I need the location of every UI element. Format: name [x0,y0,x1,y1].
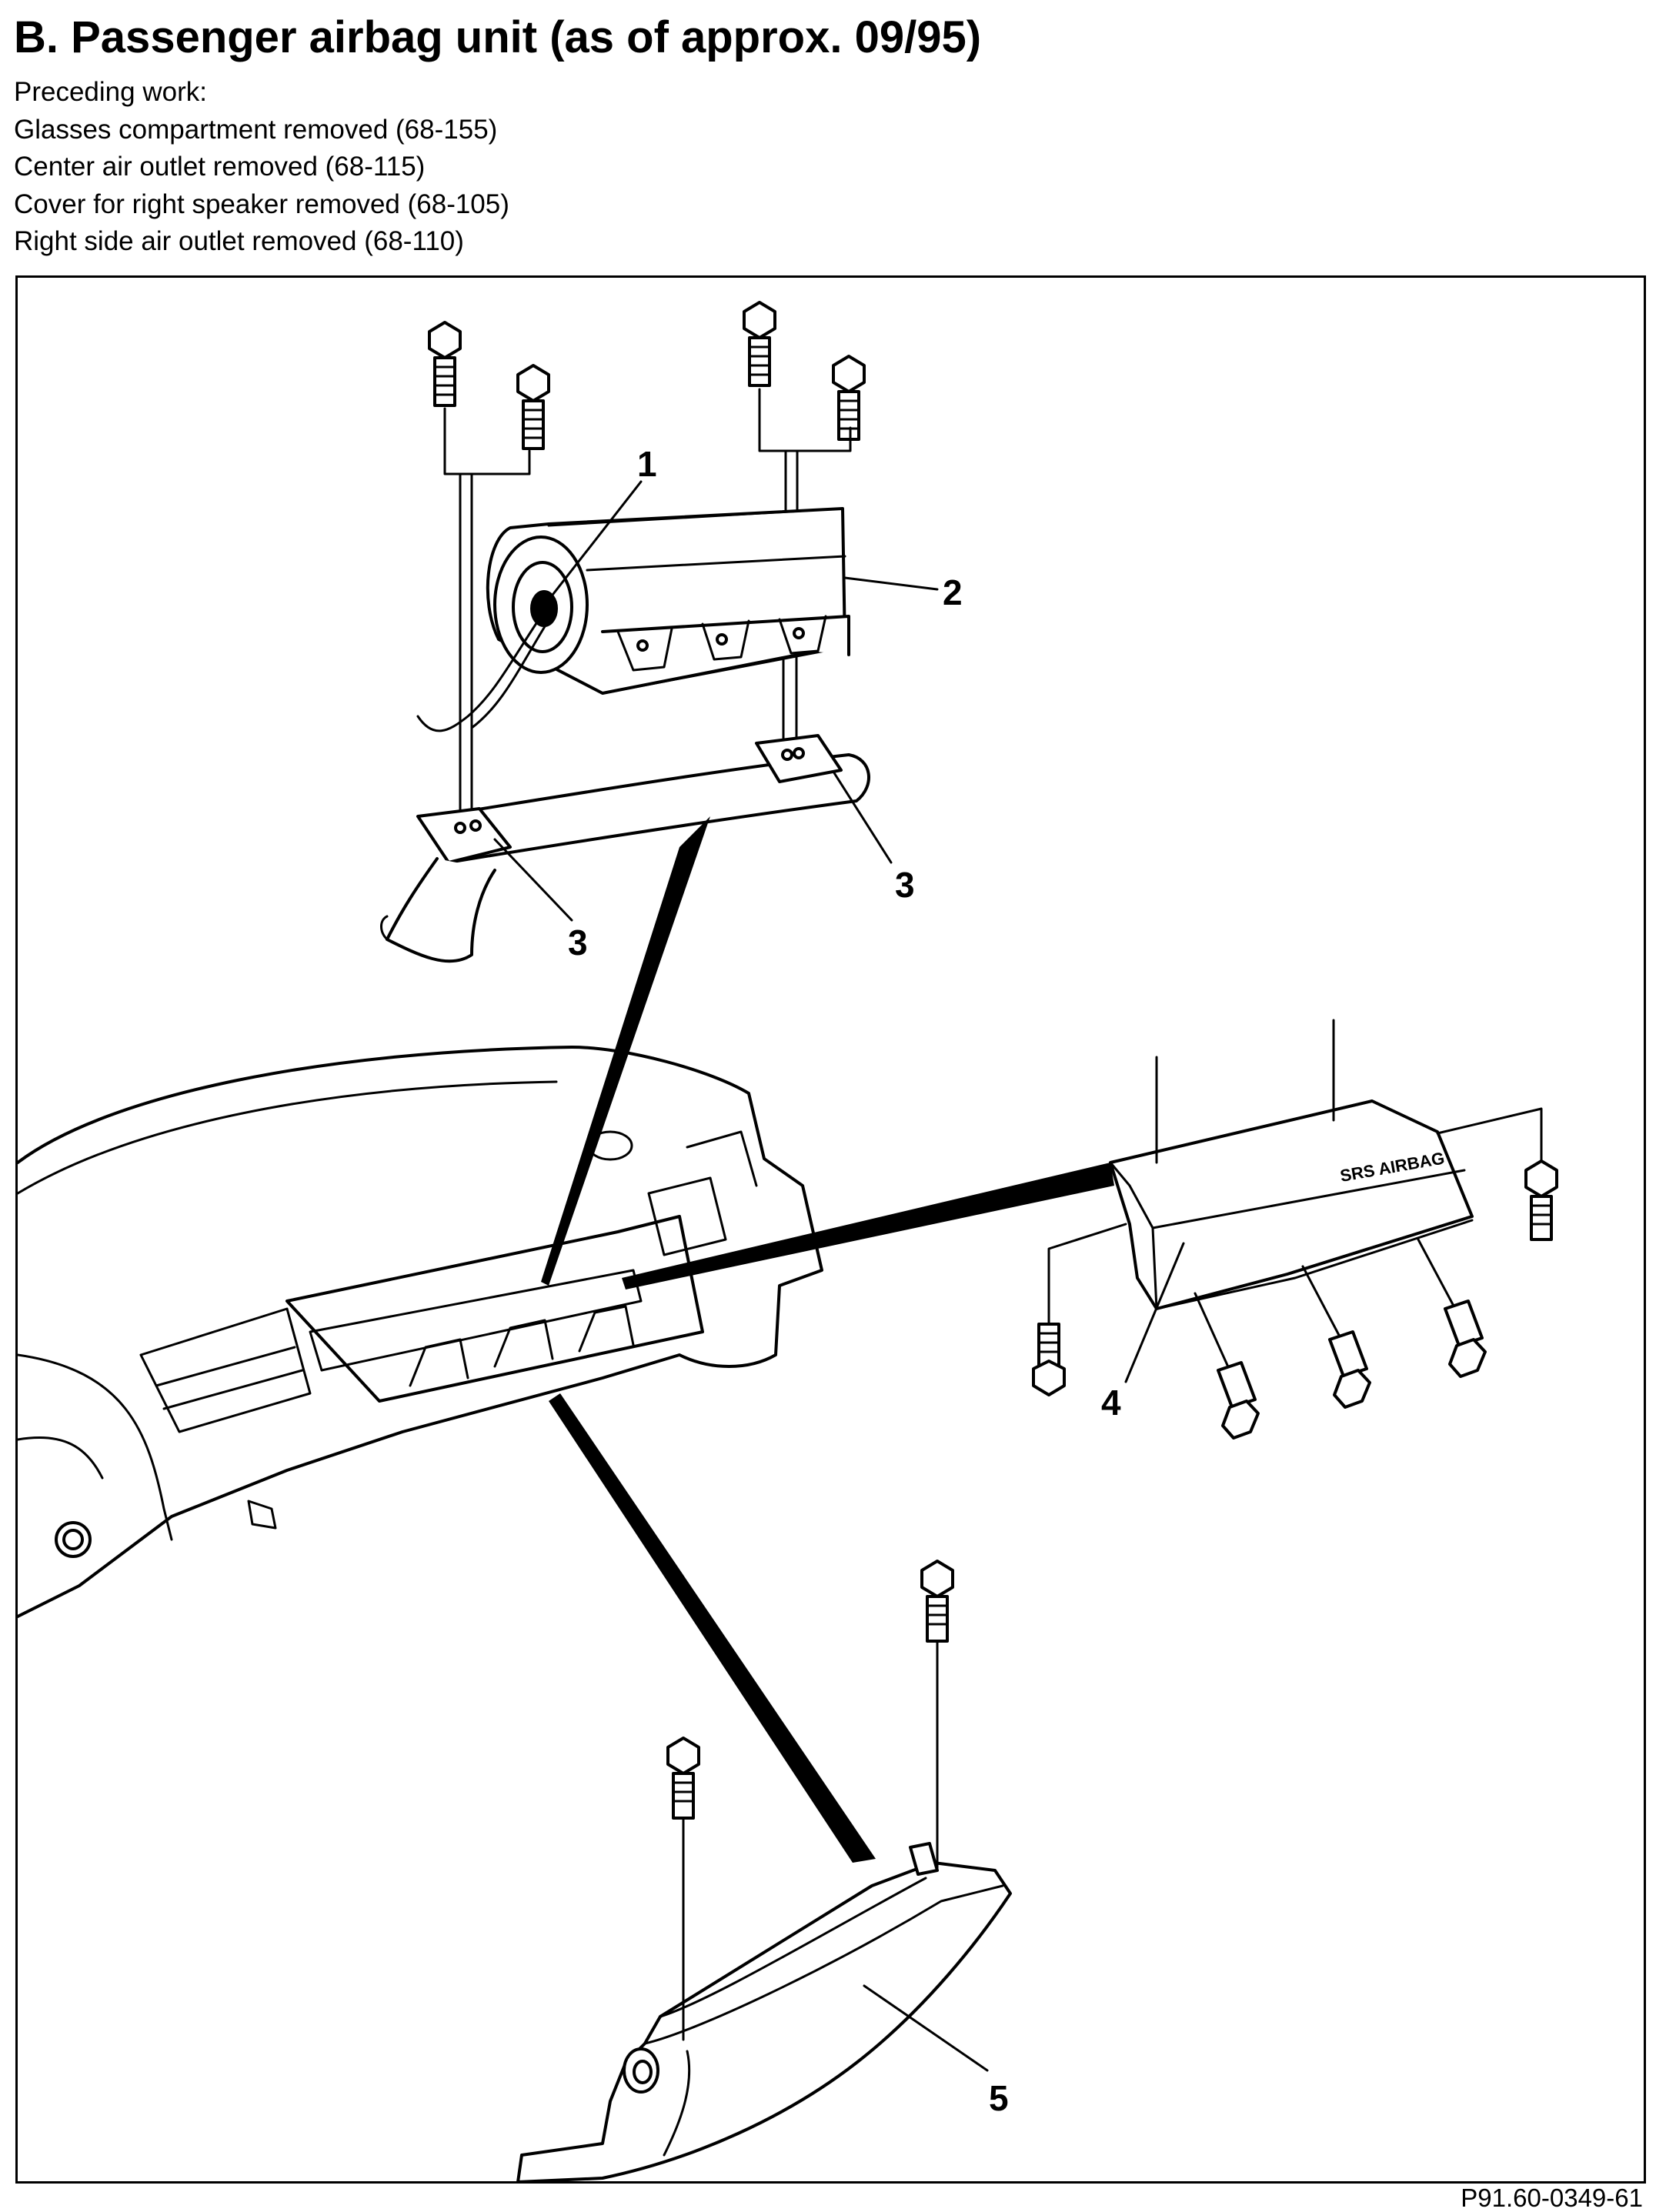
bolt-icon [516,364,550,450]
preceding-work-item: Right side air outlet removed (68-110) [14,226,464,256]
bolt-icon [1444,1300,1487,1378]
bolt-icon [428,321,462,407]
exploded-view-figure: 1 2 3 3 [15,275,1646,2184]
bolt-icon [1032,1323,1066,1396]
callout-label: 3 [895,865,915,905]
callout-label: 5 [989,2078,1009,2118]
figure-drawing: 1 2 3 3 [18,301,1558,2184]
figure-id: P91.60-0349-61 [1461,2184,1643,2212]
callout-label: 3 [568,923,588,963]
bolt-icon [1217,1361,1260,1440]
preceding-work-item: Center air outlet removed (68-115) [14,152,426,182]
bolt-icon [832,355,866,441]
preceding-work-item: Glasses compartment removed (68-155) [14,114,498,145]
preceding-work-heading: Preceding work: [14,77,207,107]
callout-label: 1 [637,444,657,484]
callout-label: 2 [943,572,963,612]
section-title: B. Passenger airbag unit (as of approx. … [14,12,982,62]
airbag-module-assembly [380,301,870,963]
preceding-work-item: Cover for right speaker removed (68-105) [14,189,509,219]
bolt-icon [743,301,776,387]
preceding-work-list: Preceding work: Glasses compartment remo… [14,74,509,261]
dashboard-outline [18,1046,823,1618]
callout-label: 4 [1101,1383,1121,1423]
airbag-cover-assembly: SRS AIRBAG [1032,1019,1558,1440]
bolt-icon [920,1560,954,1643]
bolt-icon [666,1737,700,1820]
bolt-icon [1524,1159,1558,1241]
bolt-icon [1328,1330,1371,1409]
lower-trim-panel-assembly [516,1560,1012,2184]
